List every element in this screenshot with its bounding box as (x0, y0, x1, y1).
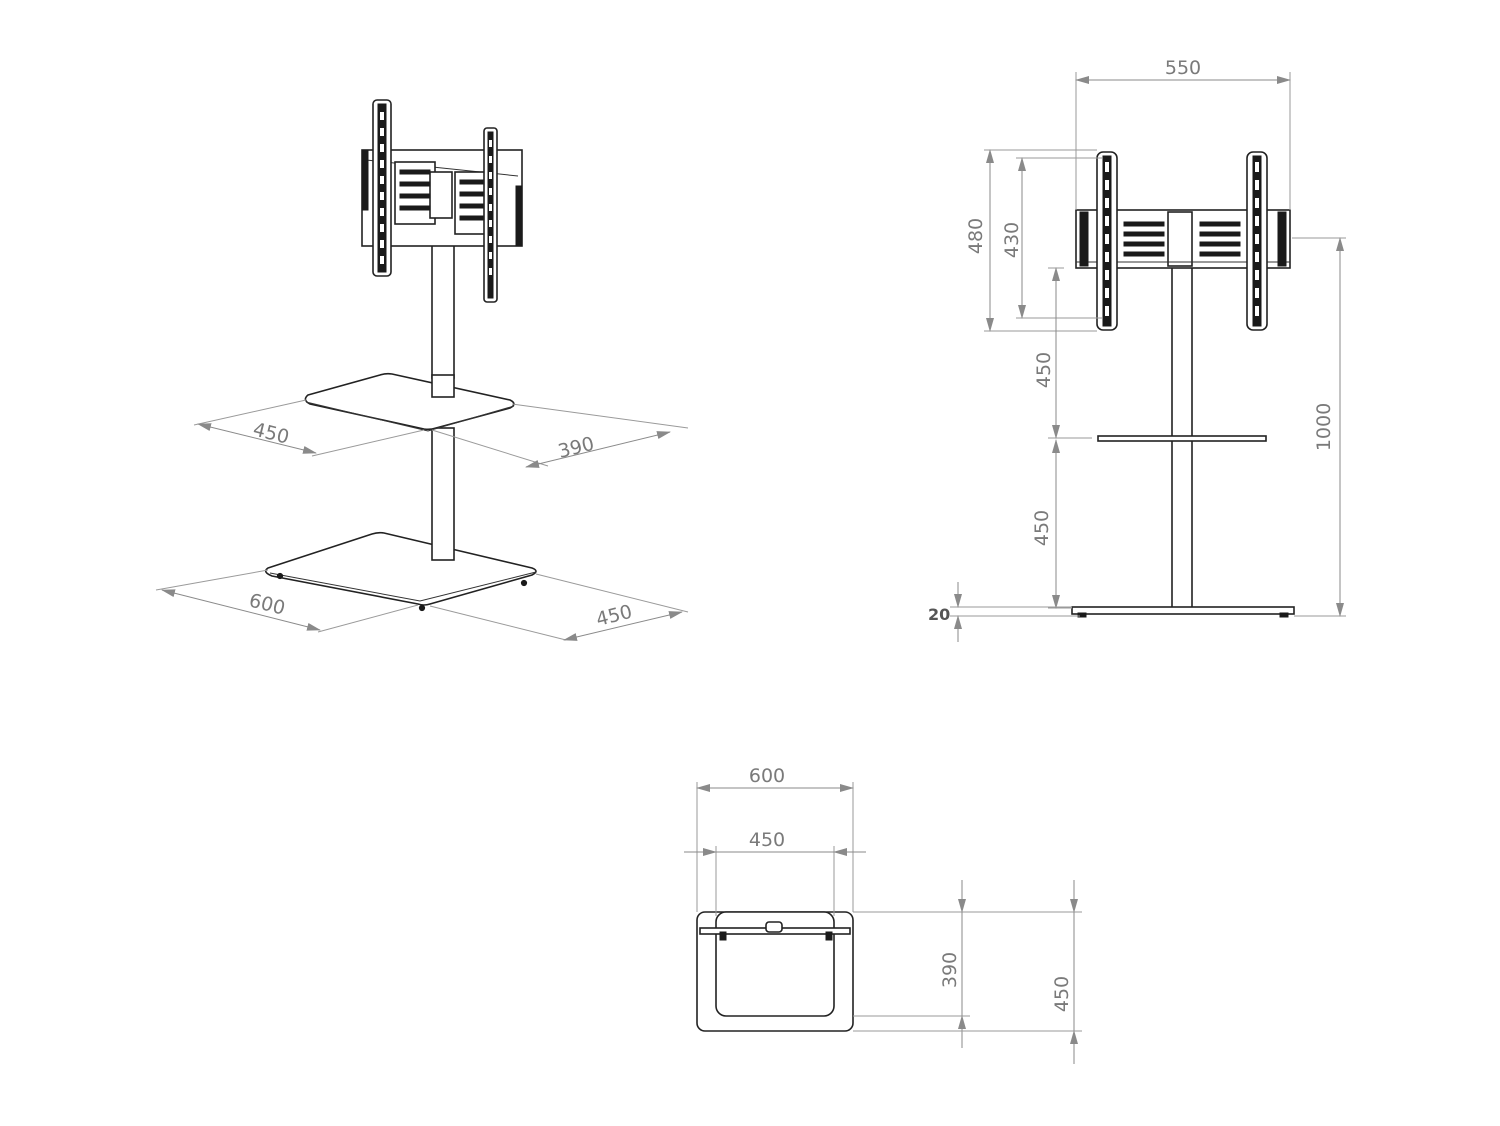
label-shelf-to-bracket: 450 (1033, 352, 1055, 388)
front-right-arm (1246, 151, 1268, 331)
front-left-arm (1096, 151, 1118, 331)
label-bracket-height: 480 (965, 218, 987, 254)
front-dim-bracket-height: 480 (965, 149, 1097, 332)
label-top-base-width: 600 (749, 765, 785, 787)
label-base-to-shelf: 450 (1031, 510, 1053, 546)
top-shelf-outline (715, 911, 835, 1017)
label-upper-shelf-depth: 390 (556, 433, 597, 463)
front-dim-total-height: 1000 (1292, 237, 1346, 617)
top-view: 600 450 390 450 (684, 765, 1082, 1064)
front-view: 550 480 430 450 450 (928, 57, 1346, 642)
front-dim-bracket-inner-height: 430 (1001, 157, 1102, 319)
top-dim-base-width: 600 (696, 765, 854, 912)
front-shelf (1097, 435, 1267, 442)
label-upper-shelf-width: 450 (251, 419, 292, 449)
front-dim-bracket-width: 550 (1075, 57, 1291, 210)
label-top-base-depth: 450 (1051, 976, 1073, 1012)
isometric-view: 450 390 600 450 (155, 99, 689, 641)
top-dim-shelf-depth: 390 (853, 880, 970, 1048)
iso-upper-shelf (304, 372, 515, 432)
front-dim-base-to-shelf: 450 (1031, 439, 1072, 609)
label-bracket-width: 550 (1165, 57, 1201, 79)
label-base-thickness: 20 (928, 605, 950, 624)
iso-column (431, 221, 455, 561)
front-dim-base-thickness: 20 (928, 582, 1080, 642)
front-base (1071, 606, 1295, 618)
front-dim-shelf-to-bracket: 450 (1033, 267, 1092, 439)
top-bracket (699, 921, 851, 941)
iso-base-plate (264, 531, 537, 612)
label-top-shelf-width: 450 (749, 829, 785, 851)
label-base-width: 600 (247, 590, 288, 620)
iso-tv-bracket (361, 99, 523, 303)
label-top-shelf-depth: 390 (939, 952, 961, 988)
top-dim-base-depth: 450 (853, 880, 1082, 1064)
top-dim-shelf-width: 450 (684, 829, 866, 916)
label-total-height: 1000 (1313, 403, 1335, 451)
label-base-depth: 450 (594, 601, 635, 631)
label-bracket-inner-height: 430 (1001, 222, 1023, 258)
